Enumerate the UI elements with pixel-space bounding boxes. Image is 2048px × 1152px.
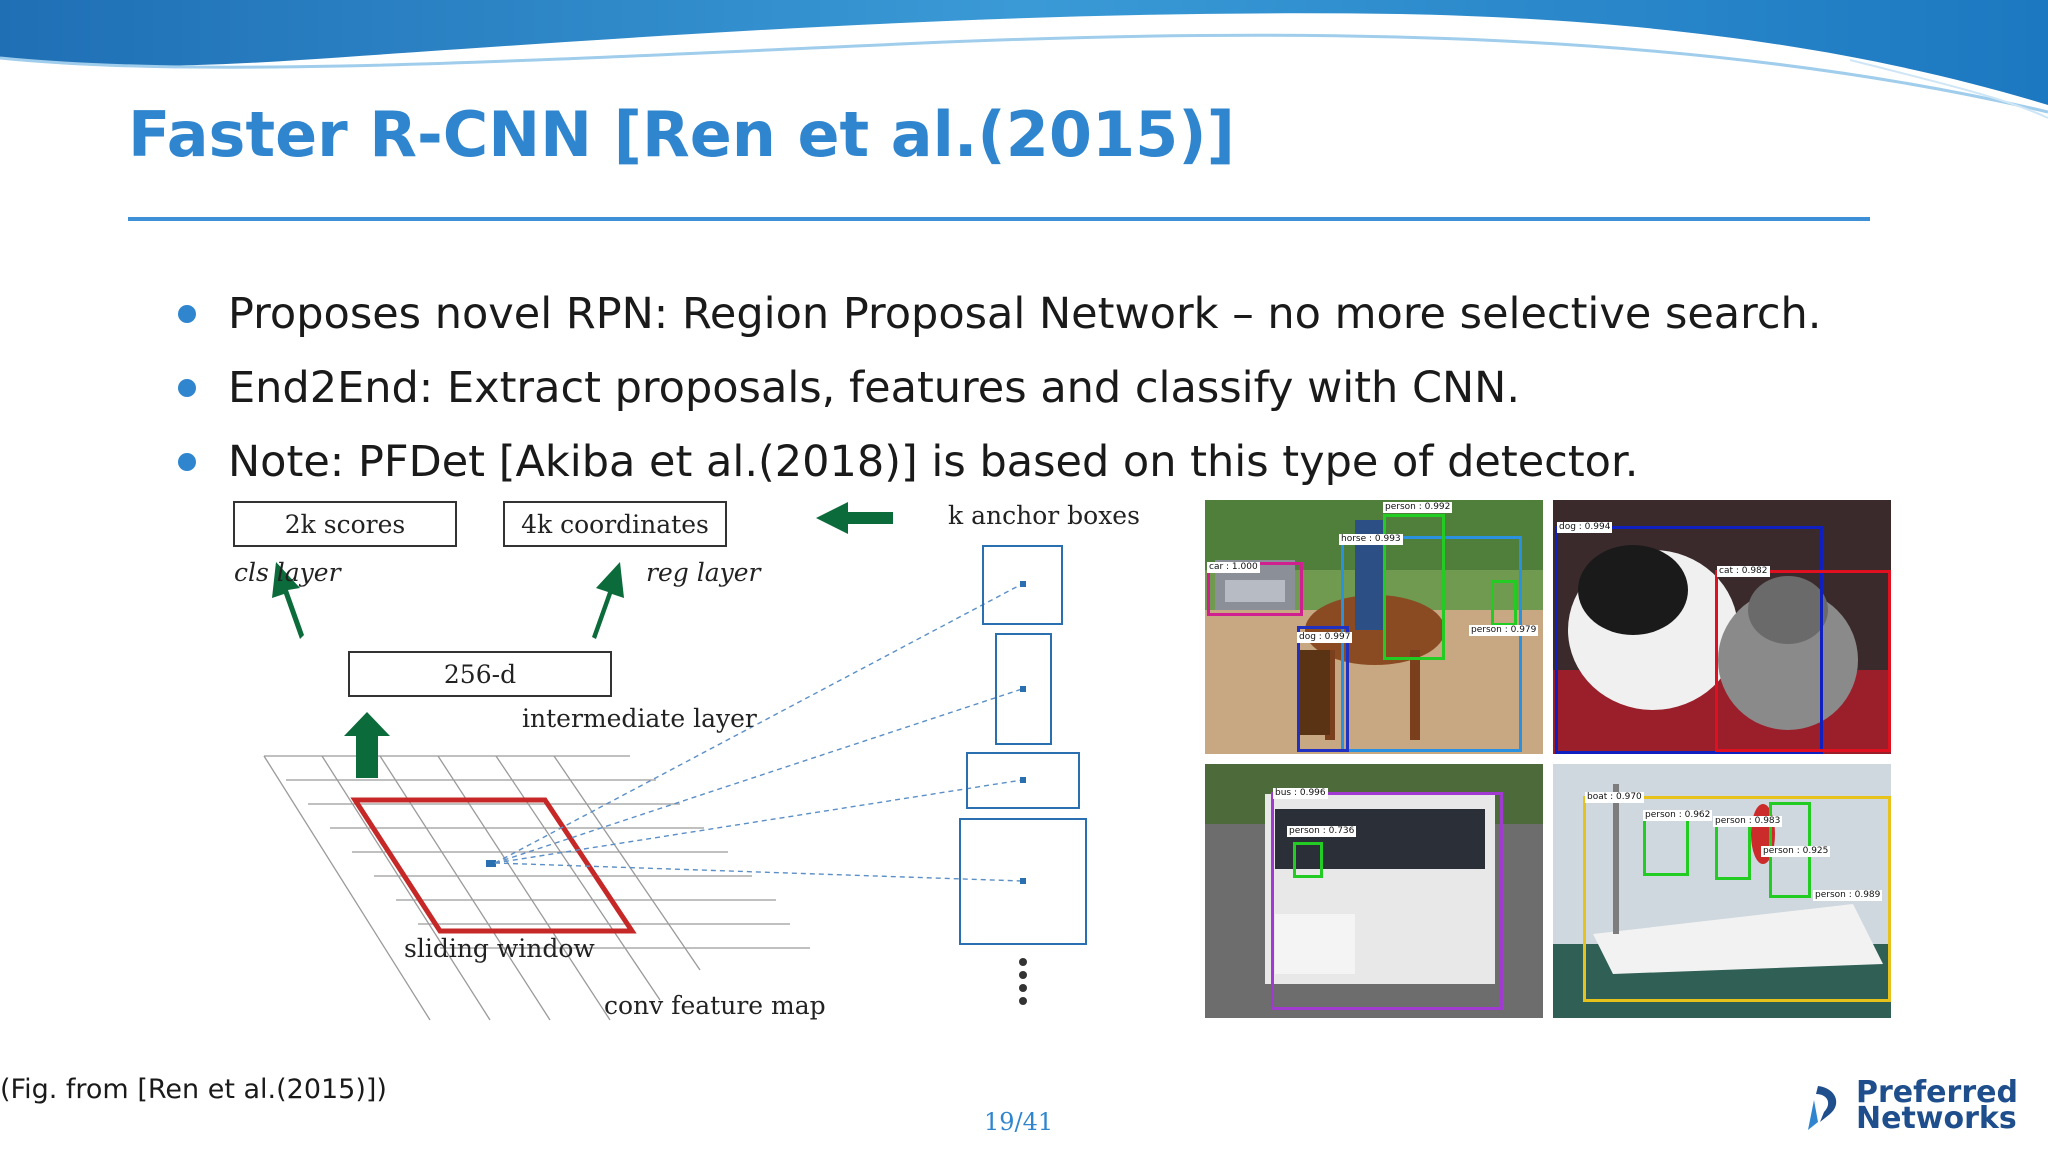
logo-mark-icon xyxy=(1808,1086,1837,1130)
detection-label: person : 0.979 xyxy=(1469,625,1539,636)
detection-photo-bus: bus : 0.996 person : 0.736 xyxy=(1205,764,1543,1018)
projection-lines xyxy=(494,583,1023,882)
window-center-marker xyxy=(486,860,496,867)
rpn-diagram: 2k scores 4k coordinates cls layer reg l… xyxy=(233,501,1140,1021)
detection-box-horse xyxy=(1341,536,1522,752)
anchor-center-markers xyxy=(1020,581,1026,884)
detection-box-dog xyxy=(1297,626,1349,752)
detection-label: dog : 0.994 xyxy=(1557,522,1613,533)
reg-layer-label: reg layer xyxy=(646,558,763,587)
detection-box-person xyxy=(1643,814,1689,876)
intermediate-box xyxy=(348,651,612,697)
detection-label: cat : 0.982 xyxy=(1717,566,1770,577)
scores-box xyxy=(233,501,457,547)
detection-label: person : 0.992 xyxy=(1383,502,1453,513)
bullet-text: Proposes novel RPN: Region Proposal Netw… xyxy=(228,289,1822,339)
scores-label: 2k scores xyxy=(285,510,405,539)
anchor-box xyxy=(982,545,1063,625)
detection-box-person xyxy=(1715,824,1751,880)
bullet-item: Proposes novel RPN: Region Proposal Netw… xyxy=(178,280,1821,354)
detection-photo-horse: person : 0.992 horse : 0.993 car : 1.000… xyxy=(1205,500,1543,754)
slide-title: Faster R-CNN [Ren et al.(2015)] xyxy=(128,98,1235,171)
bullet-list: Proposes novel RPN: Region Proposal Netw… xyxy=(178,280,1821,502)
detection-label: person : 0.962 xyxy=(1643,810,1713,821)
coords-label: 4k coordinates xyxy=(521,510,709,539)
detection-box-bus xyxy=(1271,792,1503,1010)
detection-box-cat xyxy=(1715,570,1891,752)
detection-label: person : 0.989 xyxy=(1813,890,1883,901)
anchor-box xyxy=(959,818,1087,945)
feature-map-label: conv feature map xyxy=(604,991,826,1020)
detection-box-boat xyxy=(1583,796,1891,1002)
bullet-text: End2End: Extract proposals, features and… xyxy=(228,363,1520,413)
preferred-networks-logo: Preferred Networks xyxy=(1800,1075,2028,1136)
detection-photo-dog-cat: dog : 0.994 cat : 0.982 xyxy=(1553,500,1891,754)
anchor-box xyxy=(995,633,1052,745)
detection-box-person-small xyxy=(1491,580,1517,626)
sliding-window-box xyxy=(350,797,637,934)
bullet-icon xyxy=(178,305,196,323)
sliding-window-label: sliding window xyxy=(404,934,595,963)
feature-map-grid xyxy=(263,755,810,1021)
coords-box xyxy=(503,501,727,547)
bullet-item: Note: PFDet [Akiba et al.(2018)] is base… xyxy=(178,428,1821,502)
detection-label: horse : 0.993 xyxy=(1339,534,1403,545)
cls-layer-label: cls layer xyxy=(234,558,343,587)
intermediate-layer-label: intermediate layer xyxy=(522,704,757,733)
detection-label: dog : 0.997 xyxy=(1297,632,1353,643)
intermediate-box-label: 256-d xyxy=(444,660,516,689)
detection-photo-boat: boat : 0.970 person : 0.962 person : 0.9… xyxy=(1553,764,1891,1018)
page-number: 19/41 xyxy=(984,1108,1054,1136)
reg-arrow-icon xyxy=(592,562,624,639)
detection-label: person : 0.736 xyxy=(1287,826,1357,837)
bullet-text: Note: PFDet [Akiba et al.(2018)] is base… xyxy=(228,437,1639,487)
detection-box-person xyxy=(1293,842,1323,878)
detection-label: boat : 0.970 xyxy=(1585,792,1644,803)
bullet-icon xyxy=(178,453,196,471)
detection-label: person : 0.983 xyxy=(1713,816,1783,827)
left-arrow-icon xyxy=(816,502,893,534)
bullet-icon xyxy=(178,379,196,397)
up-arrow-icon xyxy=(344,712,390,778)
logo-line-2: Networks xyxy=(1856,1101,2017,1136)
detection-box-dog xyxy=(1555,526,1823,754)
detection-label: person : 0.925 xyxy=(1761,846,1831,857)
title-divider xyxy=(128,217,1870,221)
anchor-box xyxy=(966,752,1080,809)
anchor-boxes-label: k anchor boxes xyxy=(948,501,1140,530)
figure-caption: (Fig. from [Ren et al.(2015)]) xyxy=(0,1074,387,1105)
logo-line-1: Preferred xyxy=(1856,1075,2018,1110)
logo-text: Preferred Networks xyxy=(1856,1075,2018,1136)
header-wave-decoration xyxy=(0,0,2048,119)
detection-box-person xyxy=(1383,514,1445,660)
ellipsis-icon xyxy=(1019,958,1027,1005)
anchor-boxes xyxy=(959,545,1087,945)
detection-label: car : 1.000 xyxy=(1207,562,1260,573)
cls-arrow-icon xyxy=(272,562,304,639)
detection-label: bus : 0.996 xyxy=(1273,788,1328,799)
bullet-item: End2End: Extract proposals, features and… xyxy=(178,354,1821,428)
